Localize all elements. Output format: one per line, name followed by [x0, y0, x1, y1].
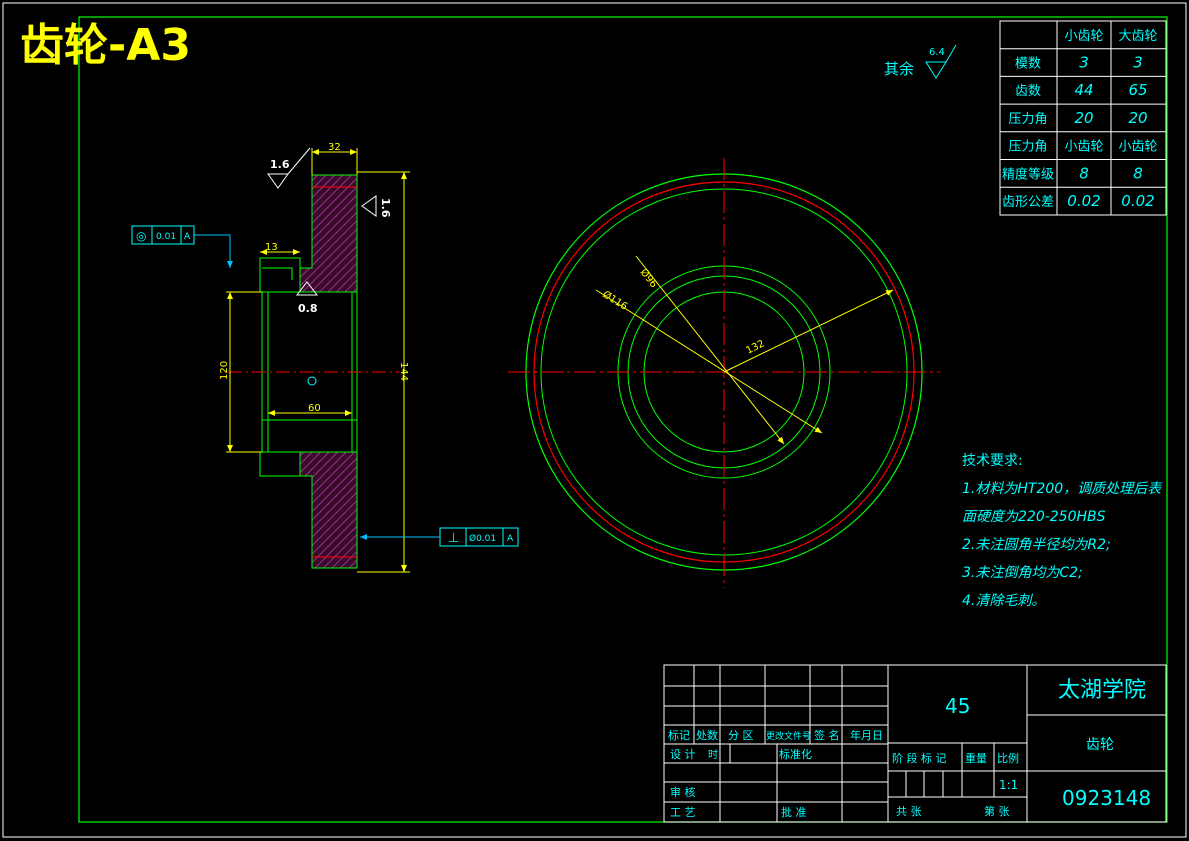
params-table-header-cell: 大齿轮 — [1118, 29, 1157, 44]
rev-header-4: 签 名 — [814, 728, 840, 742]
params-table-header-cell: 小齿轮 — [1064, 29, 1103, 44]
title-block-drawing-no: 0923148 — [1062, 786, 1151, 810]
title-block: 45 太湖学院 齿轮 0923148 1:1 标记 处数 分 区 更改文件号 签… — [663, 664, 1167, 823]
fcf-perp-datum: A — [507, 534, 514, 544]
tech-requirement-line: 4.清除毛刺。 — [962, 593, 1045, 609]
standard-label: 标准化 — [779, 747, 812, 761]
fcf-coaxial-symbol: ◎ — [136, 229, 146, 243]
params-table-cell: 压力角 — [1008, 112, 1047, 127]
rev-header-2: 分 区 — [728, 729, 754, 742]
section-outline-lower — [259, 451, 301, 477]
dim-bore-depth: 13 — [265, 242, 278, 253]
params-table-cell: 齿数 — [1015, 84, 1041, 99]
fcf-coaxial-datum: A — [184, 232, 191, 242]
params-table-cell: 模数 — [1015, 57, 1041, 72]
design-label: 设 计 — [670, 748, 696, 761]
roughness-right-value: 1.6 — [379, 198, 392, 218]
drawing-title: 齿轮-A3 — [20, 20, 191, 71]
approve-label: 批 准 — [781, 805, 807, 819]
params-table-cell: 3 — [1079, 54, 1089, 72]
front-view: Ø96 Ø116 132 — [508, 158, 940, 588]
roughness-note: 其余 6.4 — [884, 44, 957, 79]
section-view: 32 13 60 120 144 1.6 1.6 0.8 ◎ 0.01 A — [131, 142, 519, 573]
dim-inner: 60 — [308, 403, 321, 414]
section-outline-upper — [259, 257, 301, 293]
tech-requirement-line: 面硬度为220-250HBS — [962, 509, 1106, 525]
title-block-material: 45 — [945, 694, 970, 718]
dim-width: 32 — [328, 142, 341, 153]
params-table-cell: 65 — [1128, 81, 1147, 99]
sheet-no: 第 张 — [984, 804, 1010, 818]
params-table-cell: 8 — [1079, 164, 1089, 182]
params-table-cell: 20 — [1074, 109, 1093, 127]
roughness-top-icon — [267, 147, 311, 189]
datum-a-icon — [307, 376, 317, 386]
roughness-symbol-icon — [925, 44, 957, 79]
roughness-note-label: 其余 — [884, 60, 914, 78]
review-label: 审 核 — [670, 785, 696, 799]
title-block-school: 太湖学院 — [1058, 678, 1146, 703]
tech-requirement-line: 3.未注倒角均为C2; — [962, 565, 1083, 581]
tech-requirement-line: 1.材料为HT200，调质处理后表 — [962, 481, 1163, 497]
dim-d116: Ø116 — [600, 288, 629, 312]
params-table-cell: 精度等级 — [1002, 166, 1054, 182]
dim-height-left: 120 — [219, 361, 230, 380]
weight-header: 重量 — [965, 751, 987, 765]
roughness-bore-icon — [295, 281, 319, 296]
section-hatch-lower — [299, 451, 358, 569]
roughness-top-value: 1.6 — [270, 158, 290, 171]
ratio-header: 比例 — [997, 751, 1019, 765]
stage-header: 阶 段 标 记 — [892, 751, 947, 765]
rev-header-1: 处数 — [696, 729, 718, 742]
dim-height-right: 144 — [398, 362, 409, 381]
fcf-perp: ⊥ Ø0.01 A — [360, 527, 519, 547]
fcf-perp-symbol: ⊥ — [448, 531, 459, 546]
rev-header-0: 标记 — [668, 728, 690, 742]
params-table-cell: 8 — [1133, 164, 1143, 182]
params-table-cell: 小齿轮 — [1064, 140, 1103, 155]
process-label: 工 艺 — [670, 806, 696, 819]
roughness-bore-value: 0.8 — [298, 302, 318, 315]
title-block-part-name: 齿轮 — [1086, 737, 1114, 753]
params-table-cell: 齿形公差 — [1002, 195, 1054, 210]
fcf-coaxial-value: 0.01 — [156, 232, 176, 242]
fcf-perp-value: Ø0.01 — [469, 533, 496, 544]
params-table-cell: 20 — [1128, 109, 1147, 127]
params-table-cell: 0.02 — [1121, 192, 1154, 210]
rev-header-5: 年月日 — [850, 728, 883, 742]
params-table-cell: 小齿轮 — [1118, 140, 1157, 155]
params-table-cell: 压力角 — [1008, 140, 1047, 155]
params-table-cell: 44 — [1074, 81, 1093, 99]
design-time: 时 — [708, 749, 718, 761]
params-table-cell: 0.02 — [1067, 192, 1100, 210]
sheets-total: 共 张 — [896, 805, 922, 818]
tech-requirement-line: 2.未注圆角半径均为R2; — [962, 537, 1111, 553]
section-hatch-upper — [299, 174, 358, 293]
params-table-cell: 3 — [1133, 54, 1143, 72]
inner-frame — [78, 16, 1168, 823]
tech-heading: 技术要求: — [962, 453, 1023, 469]
dim-132: 132 — [744, 338, 766, 356]
roughness-right-icon — [361, 195, 377, 217]
roughness-note-value: 6.4 — [929, 47, 945, 58]
fcf-coaxial: ◎ 0.01 A — [131, 225, 233, 268]
title-block-scale: 1:1 — [999, 778, 1018, 792]
dim-d96: Ø96 — [638, 266, 660, 290]
rev-header-3: 更改文件号 — [766, 730, 811, 742]
